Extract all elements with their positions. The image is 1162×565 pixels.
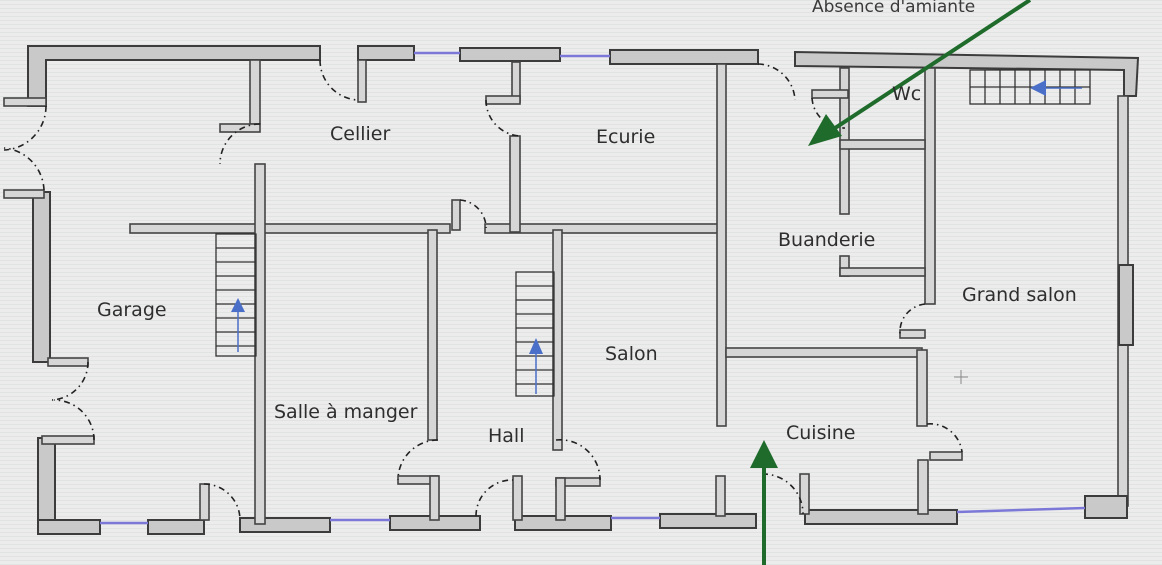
stair-arrow-icon — [529, 338, 543, 354]
outer-walls — [27, 45, 1140, 535]
room-label-buanderie: Buanderie — [778, 229, 875, 251]
arrow-head-icon — [750, 440, 778, 468]
arrow-head-icon — [808, 114, 842, 146]
annotation-label: Absence d'amiante — [812, 0, 975, 17]
stairs-grand-salon — [969, 69, 1091, 105]
room-label-wc: Wc — [892, 83, 921, 105]
annotation-arrow-top — [808, 0, 1032, 146]
stairs-hall — [515, 271, 555, 397]
room-label-grand-salon: Grand salon — [962, 284, 1077, 306]
room-label-salle-a-manger: Salle à manger — [274, 401, 418, 423]
room-label-garage: Garage — [97, 299, 167, 321]
room-label-ecurie: Ecurie — [596, 126, 655, 148]
interior-walls — [3, 59, 963, 525]
room-label-cellier: Cellier — [330, 123, 390, 145]
room-label-salon: Salon — [605, 343, 658, 365]
crosshair-icon — [954, 370, 968, 384]
stair-arrow-icon — [231, 298, 245, 312]
door-swings — [3, 59, 963, 521]
room-label-cuisine: Cuisine — [786, 422, 856, 444]
room-label-hall: Hall — [488, 425, 525, 447]
annotation-arrow-bottom — [750, 440, 778, 565]
stairs-garage — [215, 233, 257, 357]
stair-arrow-icon — [1030, 80, 1046, 96]
